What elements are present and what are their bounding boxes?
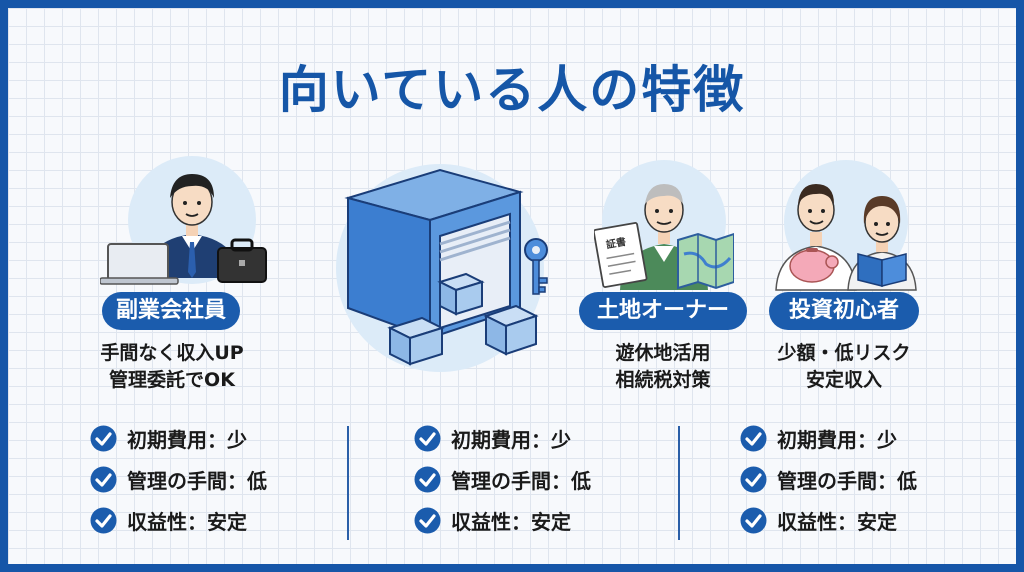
- check-item-label: 初期費用：少: [127, 428, 247, 452]
- check-item-label: 初期費用：少: [451, 428, 571, 452]
- persona-badge-land-owner: 土地オーナー: [579, 292, 747, 330]
- beginner-investor-illustration: [775, 160, 917, 291]
- checkmark-circle-icon: [90, 466, 117, 493]
- check-item-label: 管理の手間：低: [777, 469, 917, 493]
- land-owner-illustration: 証書: [594, 160, 734, 290]
- box-icon: [437, 272, 485, 316]
- persona-desc-land-owner: 遊休地活用 相続税対策: [575, 340, 751, 394]
- piggy-bank-icon: [789, 248, 839, 283]
- check-item-label: 管理の手間：低: [127, 469, 267, 493]
- persona-desc-line: 手間なく収入UP: [100, 342, 244, 364]
- box-icon: [483, 304, 539, 356]
- persona-desc-beginner-investor: 少額・低リスク 安定収入: [756, 340, 932, 394]
- checkmark-circle-icon: [414, 507, 441, 534]
- storage-container-icon: [344, 168, 524, 340]
- check-item: 管理の手間：低: [740, 459, 917, 500]
- column-divider: [678, 426, 680, 540]
- checkmark-circle-icon: [414, 466, 441, 493]
- persona-desc-line: 少額・低リスク: [777, 342, 911, 364]
- check-item-label: 収益性：安定: [777, 510, 897, 534]
- check-item-label: 収益性：安定: [127, 510, 247, 534]
- persona-desc-line: 安定収入: [805, 369, 882, 391]
- check-item: 管理の手間：低: [414, 459, 591, 500]
- checkmark-circle-icon: [90, 507, 117, 534]
- checklist-left: 初期費用：少 管理の手間：低 収益性：安定: [90, 418, 267, 541]
- check-item: 収益性：安定: [90, 500, 267, 541]
- key-icon: [524, 238, 548, 295]
- page-title: 向いている人の特徴: [278, 61, 746, 119]
- check-item: 収益性：安定: [414, 500, 591, 541]
- check-item: 初期費用：少: [90, 418, 267, 459]
- persona-badge-beginner-investor: 投資初心者: [769, 292, 919, 330]
- check-item: 初期費用：少: [740, 418, 917, 459]
- persona-badge-office-worker: 副業会社員: [102, 292, 240, 330]
- infographic-frame: 向いている人の特徴 副業会社員 手間なく収入UP 管理委託でOK: [8, 8, 1016, 564]
- persona-desc-line: 管理委託でOK: [109, 369, 235, 391]
- check-item: 収益性：安定: [740, 500, 917, 541]
- check-item-label: 収益性：安定: [451, 510, 571, 534]
- laptop-icon: [100, 243, 179, 285]
- checklist-right: 初期費用：少 管理の手間：低 収益性：安定: [740, 418, 917, 541]
- document-icon: 証書: [594, 222, 648, 288]
- persona-desc-office-worker: 手間なく収入UP 管理委託でOK: [84, 340, 260, 394]
- map-icon: [677, 232, 734, 290]
- checklist-center: 初期費用：少 管理の手間：低 収益性：安定: [414, 418, 591, 541]
- briefcase-icon: [217, 238, 267, 283]
- persona-desc-line: 遊休地活用: [615, 342, 711, 364]
- checkmark-circle-icon: [90, 425, 117, 452]
- checkmark-circle-icon: [740, 425, 767, 452]
- check-item: 管理の手間：低: [90, 459, 267, 500]
- checkmark-circle-icon: [740, 507, 767, 534]
- checkmark-circle-icon: [414, 425, 441, 452]
- book-icon: [857, 253, 907, 287]
- check-item-label: 管理の手間：低: [451, 469, 591, 493]
- persona-desc-line: 相続税対策: [615, 369, 711, 391]
- column-divider: [347, 426, 349, 540]
- document-label: 証書: [605, 235, 627, 251]
- businessman-illustration: [100, 156, 267, 285]
- check-item: 初期費用：少: [414, 418, 591, 459]
- box-icon: [387, 316, 445, 366]
- storage-container-illustration: [336, 164, 548, 372]
- check-item-label: 初期費用：少: [777, 428, 897, 452]
- checkmark-circle-icon: [740, 466, 767, 493]
